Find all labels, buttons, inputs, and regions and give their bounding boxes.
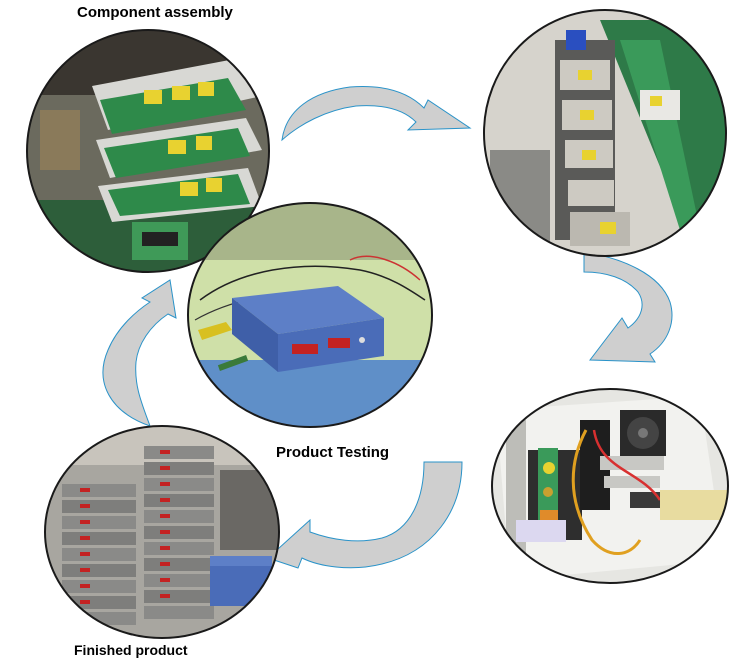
photo-border-assembly xyxy=(26,29,270,273)
arrow-left xyxy=(102,279,177,427)
photo-internal-unit xyxy=(492,389,728,583)
label-product-testing: Product Testing xyxy=(276,444,390,461)
photo-border-testing xyxy=(187,202,433,428)
arrow-right xyxy=(583,251,673,363)
label-component-assembly: Component assembly xyxy=(77,4,233,21)
photo-border-internal xyxy=(491,388,729,584)
label-finished-product: Finished product xyxy=(74,642,188,658)
photo-border-production-line xyxy=(483,9,727,257)
arrow-top xyxy=(281,85,472,142)
photo-border-finished xyxy=(44,425,280,639)
photo-product-testing xyxy=(188,203,432,427)
arrow-bottom xyxy=(267,461,463,569)
